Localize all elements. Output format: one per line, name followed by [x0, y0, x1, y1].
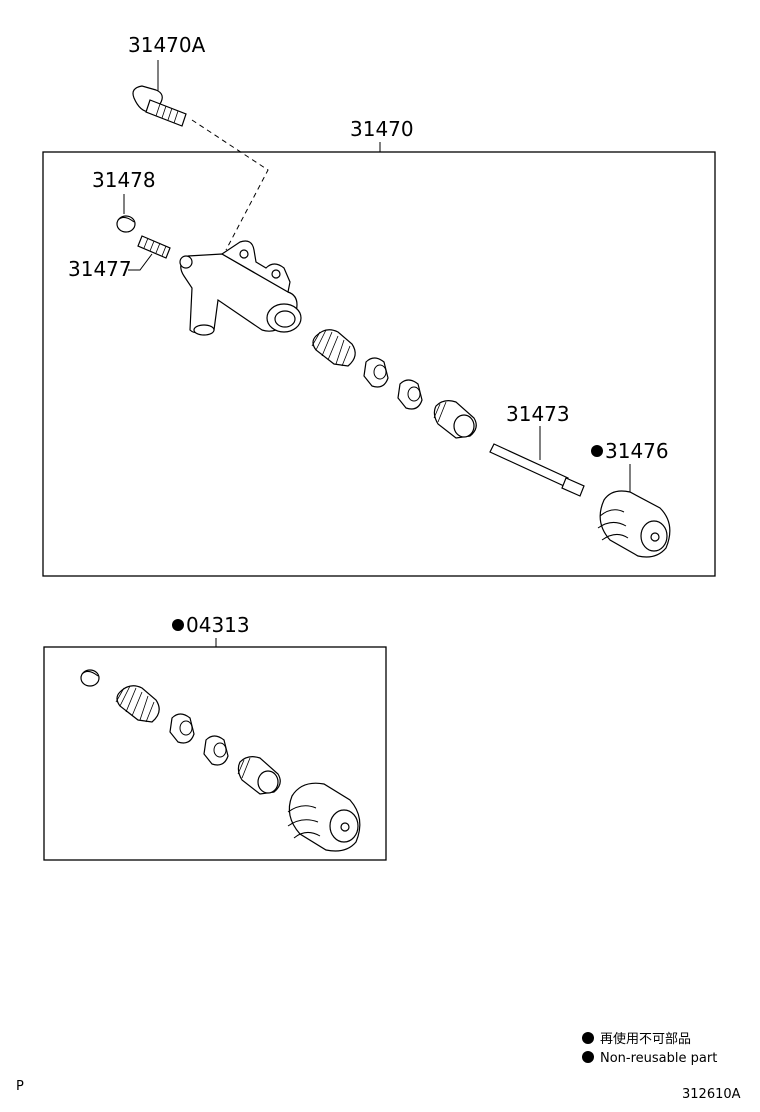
- push-rod-part: [489, 443, 585, 497]
- repair-kit-box: [43, 646, 387, 861]
- footer-left-mark: P: [16, 1079, 24, 1094]
- kit-boot-part: [287, 782, 361, 852]
- legend-text-en: Non-reusable part: [600, 1051, 717, 1066]
- bleeder-plug-part: [137, 235, 171, 259]
- piston-cup-part: [363, 357, 389, 388]
- kit-spring-part: [115, 685, 160, 723]
- kit-cup-part: [169, 713, 195, 744]
- label-boot: 31476: [605, 439, 669, 463]
- legend-dot-en: [582, 1051, 594, 1063]
- label-bolt: 31470A: [128, 33, 206, 57]
- bleeder-cap-part: [116, 215, 136, 233]
- bolt-part: [132, 85, 187, 127]
- label-bleeder-plug: 31477: [68, 257, 132, 281]
- non-reusable-mark-boot: [591, 445, 603, 457]
- kit-cap-part: [80, 669, 100, 687]
- label-repair-kit: 04313: [186, 613, 250, 637]
- piston-seal-part: [397, 379, 423, 410]
- spring-part: [311, 329, 356, 367]
- cylinder-assy-box: [42, 151, 716, 577]
- boot-part: [597, 490, 671, 558]
- label-push-rod: 31473: [506, 402, 570, 426]
- label-bleeder-cap: 31478: [92, 168, 156, 192]
- bolt-dashed-leader: [191, 119, 269, 251]
- diagram-code: 312610A: [682, 1087, 741, 1102]
- label-cylinder-assy: 31470: [350, 117, 414, 141]
- legend-dot-jp: [582, 1032, 594, 1044]
- non-reusable-mark-kit: [172, 619, 184, 631]
- kit-seal-part: [203, 735, 229, 766]
- kit-piston-part: [237, 756, 281, 795]
- legend-text-jp: 再使用不可部品: [600, 1031, 691, 1047]
- cylinder-body-part: [179, 240, 302, 336]
- leader-bleeder-plug: [128, 253, 153, 271]
- piston-part: [433, 400, 477, 439]
